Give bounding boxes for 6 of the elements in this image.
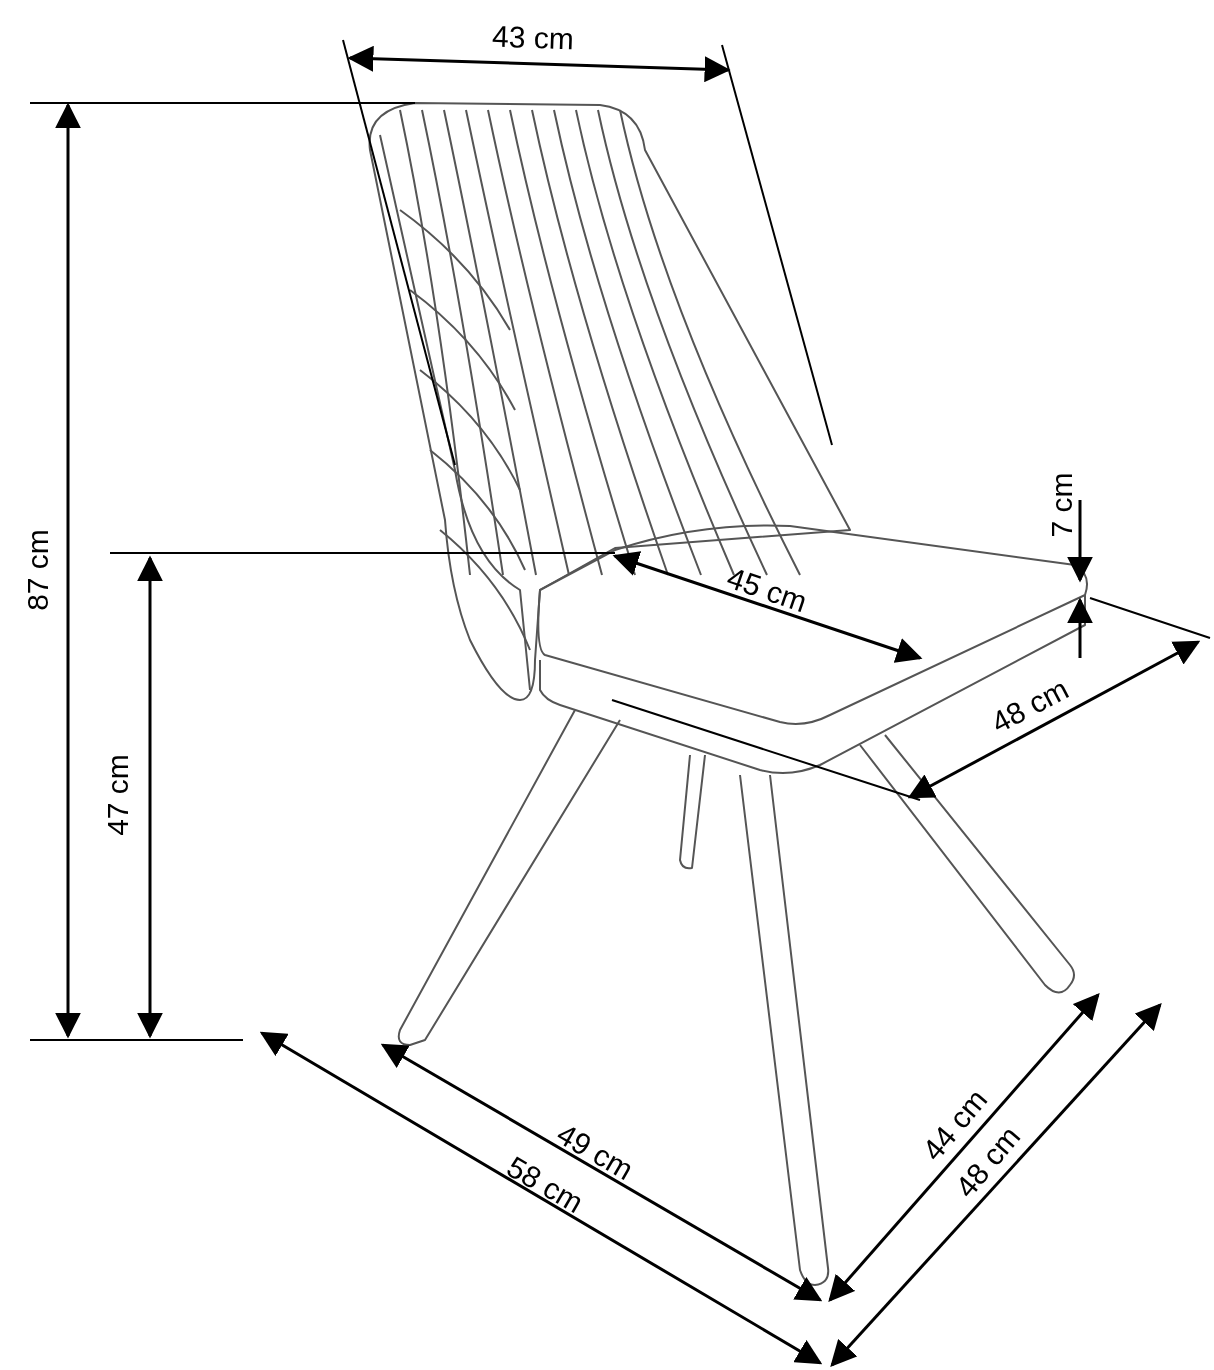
dimension-label: 43 cm	[491, 21, 575, 55]
dimension-label: 45 cm	[723, 562, 811, 618]
dimension-label: 47 cm	[103, 754, 133, 836]
dimension-label: 87 cm	[23, 529, 53, 611]
dimension-label: 7 cm	[1047, 472, 1077, 538]
dimension-label: 48 cm	[986, 673, 1074, 739]
